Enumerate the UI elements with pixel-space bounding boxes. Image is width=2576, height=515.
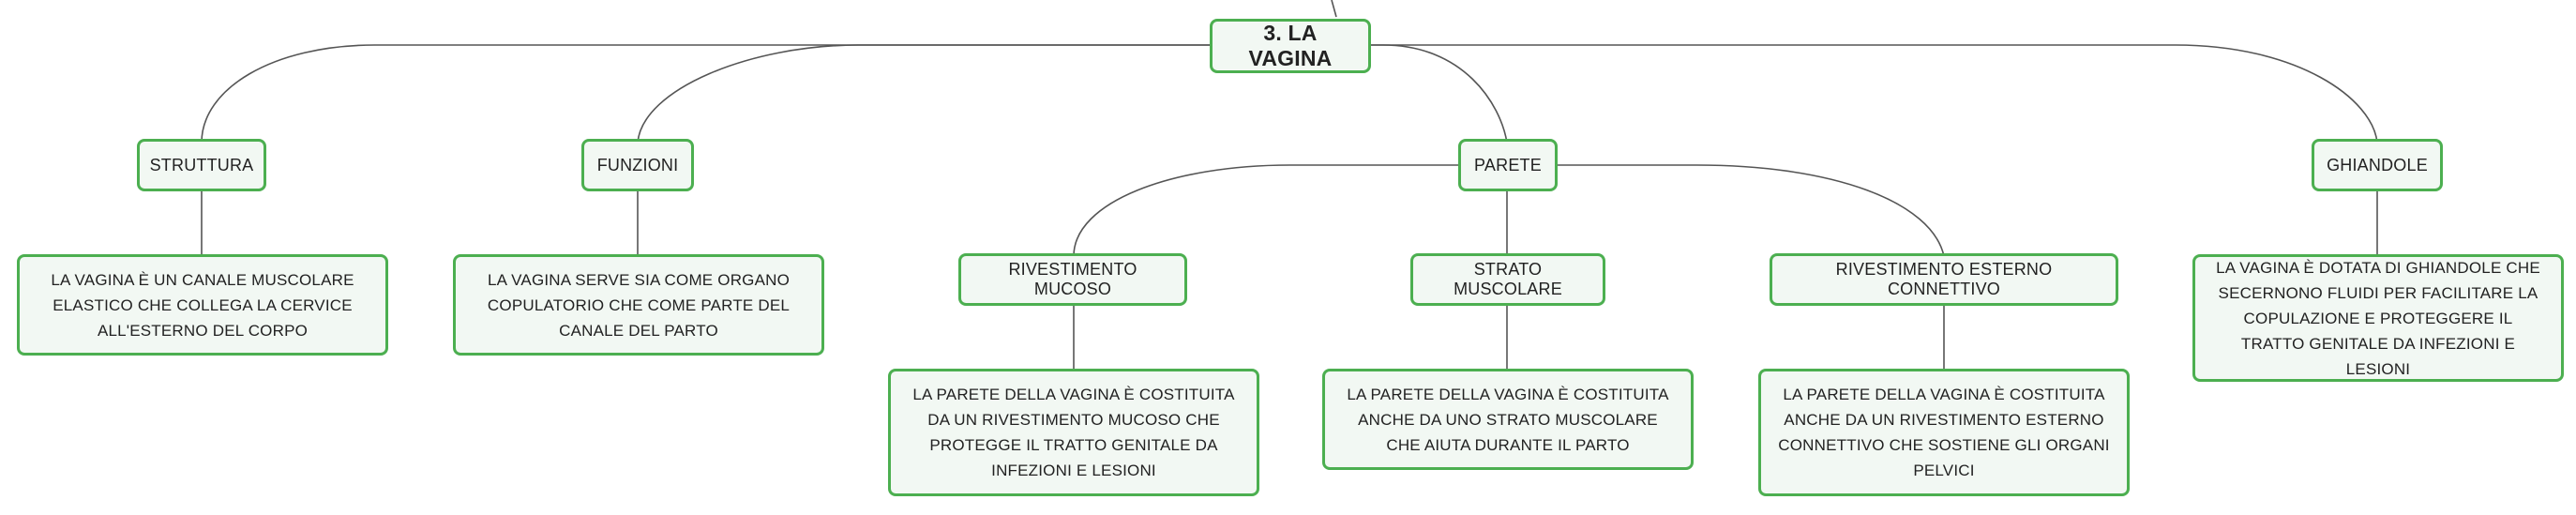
node-rivestimento-mucoso[interactable]: RIVESTIMENTO MUCOSO — [958, 253, 1187, 306]
connector-root-parete — [1369, 44, 1508, 144]
connector-root-ghiandole — [1369, 44, 2378, 144]
node-rivestimento-connettivo[interactable]: RIVESTIMENTO ESTERNO CONNETTIVO — [1770, 253, 2118, 306]
node-strato-muscolare[interactable]: STRATO MUSCOLARE — [1410, 253, 1605, 306]
node-struttura[interactable]: STRUTTURA — [137, 139, 266, 191]
node-funzioni[interactable]: FUNZIONI — [581, 139, 694, 191]
detail-ghiandole[interactable]: LA VAGINA È DOTATA DI GHIANDOLE CHE SECE… — [2192, 254, 2564, 382]
detail-rivestimento-mucoso[interactable]: LA PARETE DELLA VAGINA È COSTITUITA DA U… — [888, 369, 1259, 496]
connector-parete-connettivo — [1557, 164, 1945, 257]
connector-root-parent — [1331, 0, 1337, 18]
detail-funzioni[interactable]: LA VAGINA SERVE SIA COME ORGANO COPULATO… — [453, 254, 824, 356]
detail-strato-muscolare[interactable]: LA PARETE DELLA VAGINA È COSTITUITA ANCH… — [1322, 369, 1694, 470]
connector-root-struttura — [201, 44, 1210, 144]
detail-rivestimento-connettivo[interactable]: LA PARETE DELLA VAGINA È COSTITUITA ANCH… — [1758, 369, 2130, 496]
connector-root-funzioni — [637, 44, 1210, 144]
detail-struttura[interactable]: LA VAGINA È UN CANALE MUSCOLARE ELASTICO… — [17, 254, 388, 356]
node-ghiandole[interactable]: GHIANDOLE — [2312, 139, 2443, 191]
node-parete[interactable]: PARETE — [1458, 139, 1558, 191]
connector-parete-mucoso — [1073, 164, 1458, 257]
root-node[interactable]: 3. LA VAGINA — [1210, 19, 1371, 73]
